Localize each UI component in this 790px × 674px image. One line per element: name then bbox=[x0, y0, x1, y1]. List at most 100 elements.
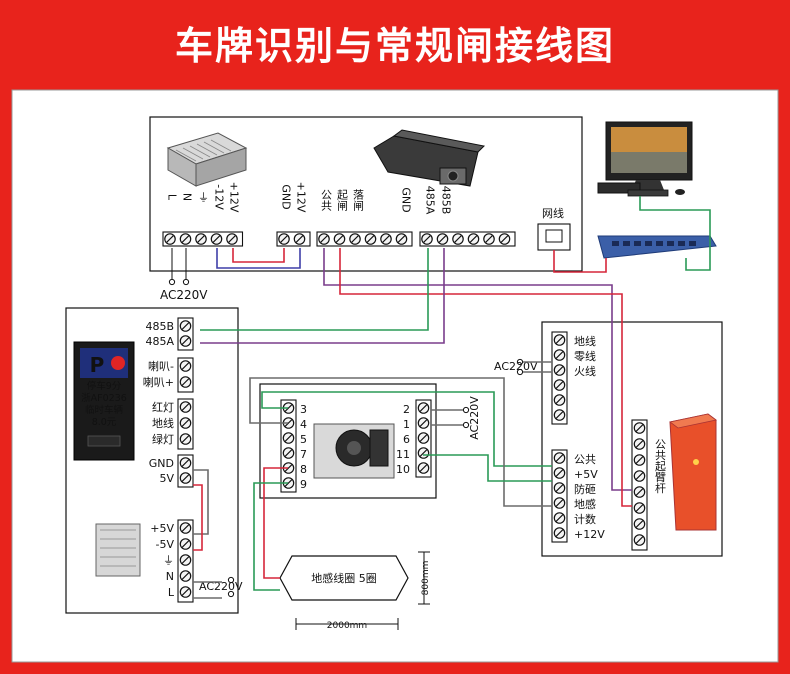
camera-io-terminal-strip-b-screw-slot bbox=[438, 235, 447, 243]
controller-signal-label: +5V bbox=[574, 468, 598, 481]
display-light-label: 地线 bbox=[152, 416, 174, 430]
display-psu-out-strip-screw-slot bbox=[181, 524, 190, 532]
camera-io-terminal-strip-b-screw-slot bbox=[469, 235, 478, 243]
display-p-sign: P bbox=[90, 353, 105, 377]
controller-power-label: 火线 bbox=[574, 364, 596, 378]
display-rs485-label: 485B bbox=[145, 320, 174, 333]
controller-power-strip-screw-slot bbox=[555, 411, 564, 419]
camera-power-terminal-strip-screw-slot bbox=[295, 235, 304, 243]
display-speaker-label: 喇叭- bbox=[148, 359, 174, 373]
psu-terminal-strip-screw-slot bbox=[166, 235, 174, 243]
psu-terminal-strip-screw-slot bbox=[197, 235, 205, 243]
controller-signal-strip-screw-slot bbox=[555, 484, 564, 492]
camera-io-terminal-strip-b-screw-slot bbox=[500, 235, 509, 243]
controller-power-strip-screw-slot bbox=[555, 366, 564, 374]
wire-485b bbox=[200, 248, 445, 344]
display-speaker-strip-screw-slot bbox=[181, 378, 190, 386]
loop-height-label: 800mm bbox=[421, 561, 431, 596]
loop-coil-label: 地感线圈 5圈 bbox=[311, 571, 377, 585]
psu-vent bbox=[196, 143, 218, 156]
display-rs485-strip-screw-slot bbox=[181, 337, 190, 345]
display-power-in-strip-screw-slot bbox=[181, 474, 190, 482]
relay-left-pin-label: 7 bbox=[300, 448, 307, 461]
controller-power-label: 零线 bbox=[574, 349, 596, 363]
switch-port bbox=[634, 241, 641, 246]
camera-io-terminal-strip-a-screw-slot bbox=[382, 235, 390, 243]
display-screen-line: 停车9分 bbox=[87, 380, 122, 392]
camera-power-terminal-label: +12V bbox=[295, 182, 308, 213]
psu-vent bbox=[210, 139, 232, 152]
controller-power-strip-screw-slot bbox=[555, 336, 564, 344]
pc-tower bbox=[597, 182, 641, 194]
controller-ac-symbol-a bbox=[516, 358, 524, 366]
camera-power-terminal-label: GND bbox=[280, 184, 293, 209]
controller-barrier-strip-screw-slot bbox=[635, 424, 644, 432]
controller-power-strip-screw-slot bbox=[555, 381, 564, 389]
display-psu-out-label: N bbox=[166, 570, 174, 583]
wire-open bbox=[339, 248, 632, 507]
psu-front bbox=[195, 147, 247, 187]
display-red-indicator bbox=[111, 356, 125, 370]
controller-signal-label: 地感 bbox=[574, 498, 596, 511]
camera-io-terminal-label: GND bbox=[400, 187, 413, 212]
controller-barrier-strip-screw-slot bbox=[635, 456, 644, 464]
display-light-strip-screw-slot bbox=[181, 435, 190, 443]
switch-port bbox=[678, 241, 685, 246]
camera-power-terminal-strip-screw-slot bbox=[280, 235, 288, 243]
display-psu-out-label: -5V bbox=[156, 538, 175, 551]
switch-port bbox=[656, 241, 663, 246]
camera-illustration bbox=[373, 129, 486, 187]
psu-terminal-label: +12V bbox=[228, 182, 241, 213]
display-rs485-strip-screw-slot bbox=[181, 322, 190, 330]
barrier-gate-light bbox=[693, 459, 699, 465]
relay-left-strip-screw-slot bbox=[284, 404, 293, 412]
controller-signal-label: 公共 bbox=[574, 453, 596, 466]
controller-barrier-strip-screw-slot bbox=[635, 440, 644, 448]
barrier-gate-illustration bbox=[669, 413, 717, 531]
wire-5v-pos bbox=[193, 484, 203, 551]
relay-left-pin-label: 3 bbox=[300, 403, 307, 416]
controller-barrier-strip-screw-slot bbox=[635, 472, 644, 480]
relay-ac-symbol-b bbox=[462, 421, 470, 429]
display-psu-out-label: ⏚ bbox=[163, 554, 174, 567]
display-screen-vent bbox=[87, 435, 121, 447]
wire-12v-pos bbox=[232, 248, 285, 263]
display-screen-line: 8.0元 bbox=[92, 417, 117, 428]
controller-signal-label: 防砸 bbox=[574, 482, 596, 496]
display-screen-line: 临时车辆 bbox=[85, 404, 124, 416]
relay-right-pin-label: 10 bbox=[396, 463, 410, 476]
display-psu-out-label: +5V bbox=[150, 522, 174, 535]
switch-port bbox=[689, 241, 696, 246]
relay-module-box bbox=[259, 383, 437, 499]
wire-loop-a bbox=[263, 467, 288, 579]
wire-12v-neg bbox=[216, 248, 301, 269]
relay-right-strip-screw-slot bbox=[419, 464, 428, 472]
barrier-gate-top bbox=[669, 413, 717, 429]
relay-left-strip-screw-slot bbox=[284, 419, 293, 427]
wire-network bbox=[553, 250, 607, 273]
relay-ac-label: AC220V bbox=[468, 396, 481, 440]
controller-signal-strip-screw-slot bbox=[555, 454, 564, 462]
relay-left-strip-screw-slot bbox=[284, 479, 293, 487]
relay-right-pin-label: 2 bbox=[403, 403, 410, 416]
camera-io-terminal-strip-a-screw-slot bbox=[397, 235, 406, 243]
display-light-strip-screw-slot bbox=[181, 419, 190, 427]
display-power-in-strip-screw-slot bbox=[181, 459, 190, 467]
camera-io-terminal-strip-b-screw-slot bbox=[454, 235, 462, 243]
camera-io-terminal-strip-b-screw-slot bbox=[423, 235, 431, 243]
controller-power-label: 地线 bbox=[574, 334, 596, 348]
relay-right-strip-screw-slot bbox=[419, 404, 428, 412]
display-ac-symbol-n bbox=[227, 576, 235, 584]
relay-right-pin-label: 1 bbox=[403, 418, 410, 431]
camera-io-terminal-label: 公共 bbox=[320, 189, 333, 212]
display-psu-out-strip-screw-slot bbox=[181, 540, 190, 548]
display-unit-box bbox=[65, 307, 239, 614]
relay-right-strip-screw-slot bbox=[419, 449, 428, 457]
camera-io-terminal-strip-a-screw-slot bbox=[320, 235, 328, 243]
display-screen-line: 浙AF0236 bbox=[81, 392, 127, 404]
controller-signal-strip-screw-slot bbox=[555, 514, 564, 522]
psu-terminal-strip-screw-slot bbox=[212, 235, 221, 243]
display-psu-illustration bbox=[95, 523, 141, 577]
